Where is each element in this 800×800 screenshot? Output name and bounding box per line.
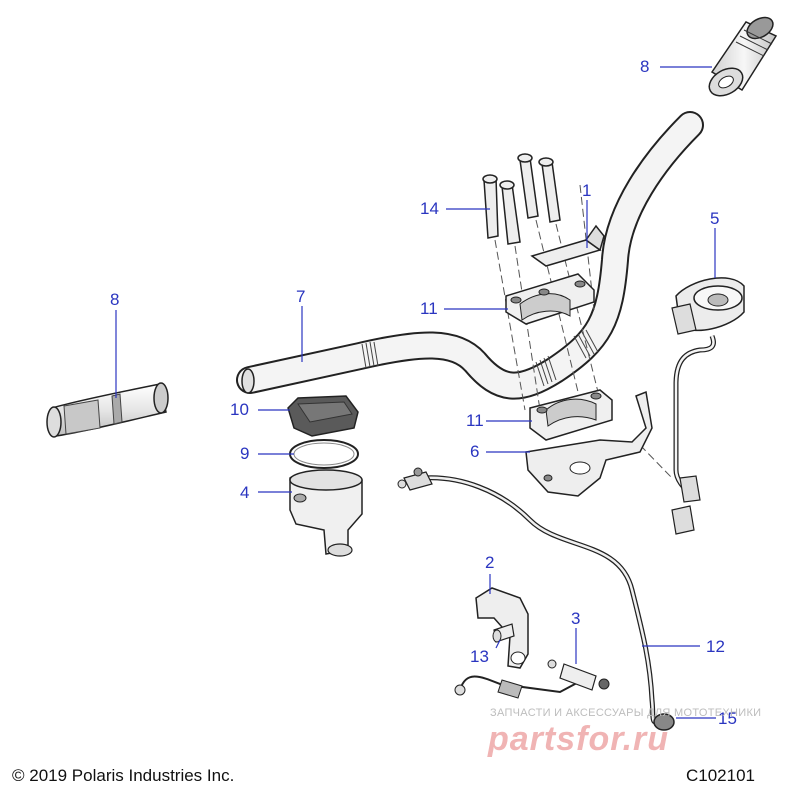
master-cylinder [289, 469, 363, 557]
copyright-text: © 2019 Polaris Industries Inc. [12, 766, 235, 785]
callout-13: 13 [470, 647, 489, 666]
callout-1: 1 [582, 181, 592, 200]
callout-8-right: 8 [640, 57, 650, 76]
callout-7: 7 [296, 287, 306, 306]
callout-5: 5 [710, 209, 720, 228]
callout-4: 4 [240, 483, 250, 502]
mount-bracket [525, 390, 653, 497]
grip-right [708, 16, 778, 97]
cable-bracket [475, 587, 529, 669]
upper-clamp [505, 273, 595, 325]
reservoir-cap [287, 395, 359, 437]
callout-3: 3 [571, 609, 581, 628]
clamp-bracket [530, 224, 605, 267]
lower-clamp [529, 389, 613, 441]
callout-15: 15 [718, 709, 737, 728]
callout-10: 10 [230, 400, 249, 419]
gasket [289, 439, 359, 469]
callout-8-left: 8 [110, 290, 120, 309]
throttle-cable [397, 467, 675, 731]
callout-9: 9 [240, 444, 250, 463]
callout-12: 12 [706, 637, 725, 656]
callout-6: 6 [470, 442, 480, 461]
handlebar [236, 111, 704, 400]
cable-switch [454, 659, 610, 699]
callout-11-lower: 11 [466, 411, 484, 430]
watermark-logo: partsfor.ru [488, 720, 670, 758]
callout-2: 2 [485, 553, 495, 572]
callout-14: 14 [420, 199, 439, 218]
switch-housing-right [671, 277, 745, 535]
diagram-code: C102101 [686, 766, 756, 785]
screw [492, 623, 515, 643]
watermark-tagline: ЗАПЧАСТИ И АКСЕССУАРЫ ДЛЯ МОТОТЕХНИКИ [490, 707, 762, 719]
callout-11-upper: 11 [420, 299, 438, 318]
leader-lines [115, 66, 716, 719]
bolts [482, 153, 561, 245]
grip-left [46, 382, 169, 438]
